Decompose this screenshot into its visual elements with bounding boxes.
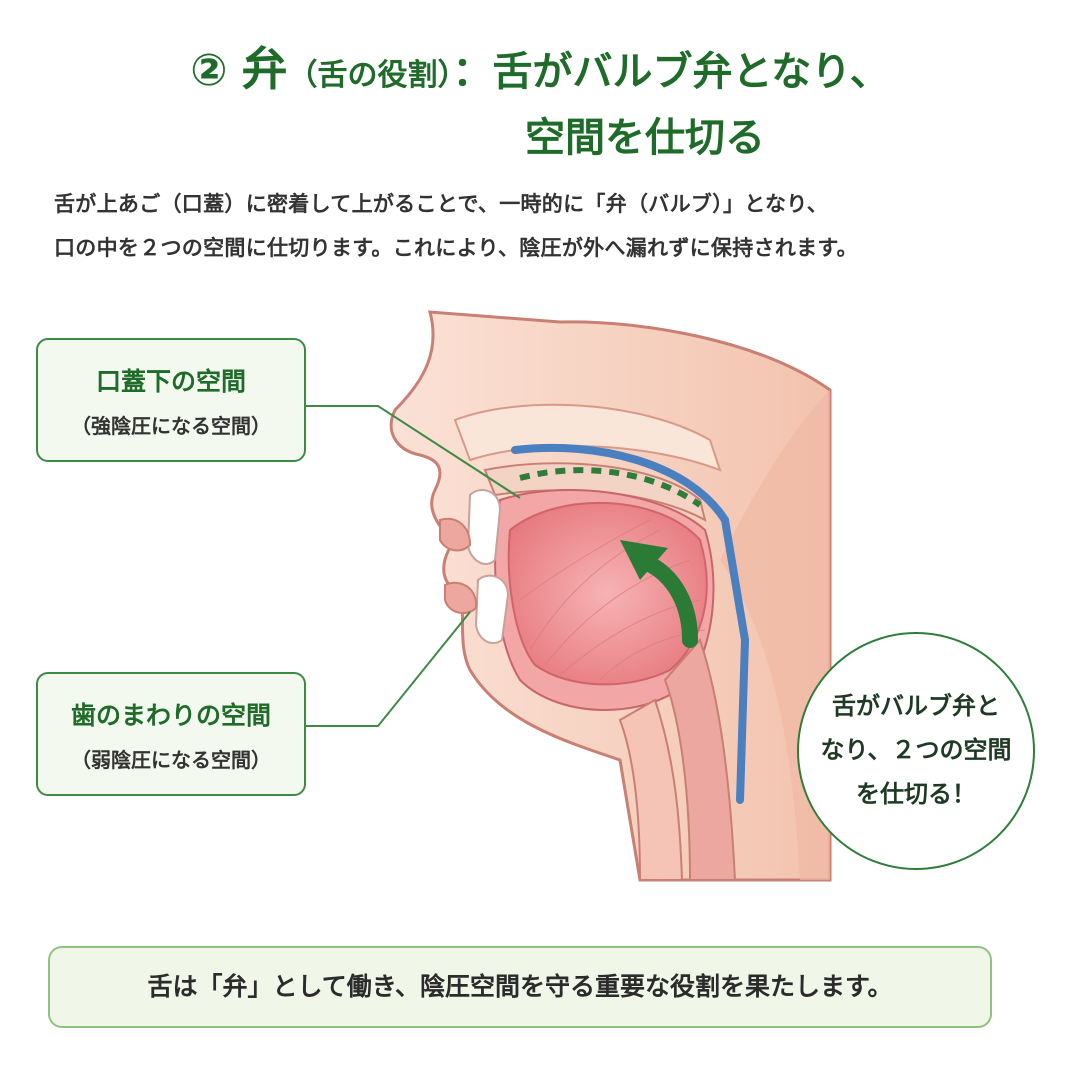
lower-teeth (474, 574, 510, 645)
upper-teeth (466, 489, 502, 565)
title-line1-rest: 舌がバルブ弁となり、 (492, 49, 890, 95)
label-upper-sub: （強陰圧になる空間） (71, 414, 271, 438)
label-upper-title: 口蓋下の空間 (95, 367, 246, 396)
label-upper-space: 口蓋下の空間 （強陰圧になる空間） (36, 338, 306, 462)
pharynx (663, 638, 737, 881)
lead-text: 舌が上あご（口蓋）に密着して上がることで、一時的に「弁（バルブ）」となり、 口の… (54, 182, 1054, 270)
upper-lip (439, 517, 472, 552)
page-title: ② 弁（舌の役割）：舌がバルブ弁となり、 空間を仕切る (0, 38, 1080, 169)
title-line2: 空間を仕切る (525, 115, 765, 161)
leader-line-upper (306, 405, 521, 499)
bubble-line2: なり、２つの空間 (820, 736, 1012, 764)
tongue-lift-arrow-head (620, 540, 668, 580)
lower-lip (444, 581, 478, 615)
title-keyword: 弁 (241, 42, 288, 96)
title-number: ② (190, 45, 228, 96)
label-teeth-title: 歯のまわりの空間 (70, 701, 271, 730)
summary-text: 舌は「弁」として働き、陰圧空間を守る重要な役割を果たします。 (147, 972, 893, 1001)
title-colon: ： (452, 49, 493, 95)
title-paren: （舌の役割） (287, 58, 453, 93)
callout-bubble: 舌がバルブ弁と なり、２つの空間 を仕切る！ (797, 632, 1035, 870)
bubble-line3: を仕切る！ (856, 780, 976, 808)
lead-line2: 口の中を２つの空間に仕切ります。これにより、陰圧が外へ漏れずに保持されます。 (54, 236, 858, 260)
label-teeth-space: 歯のまわりの空間 （弱陰圧になる空間） (36, 672, 306, 796)
summary-banner: 舌は「弁」として働き、陰圧空間を守る重要な役割を果たします。 (48, 946, 992, 1028)
oral-cross-section-diagram (306, 310, 832, 882)
lead-line1: 舌が上あご（口蓋）に密着して上がることで、一時的に「弁（バルブ）」となり、 (54, 192, 829, 216)
upper-space-marker (519, 467, 702, 508)
label-teeth-sub: （弱陰圧になる空間） (71, 748, 271, 772)
bubble-line1: 舌がバルブ弁と (832, 692, 1000, 720)
leader-line-teeth (306, 611, 471, 727)
trachea (618, 698, 684, 881)
airway-line (511, 443, 750, 804)
